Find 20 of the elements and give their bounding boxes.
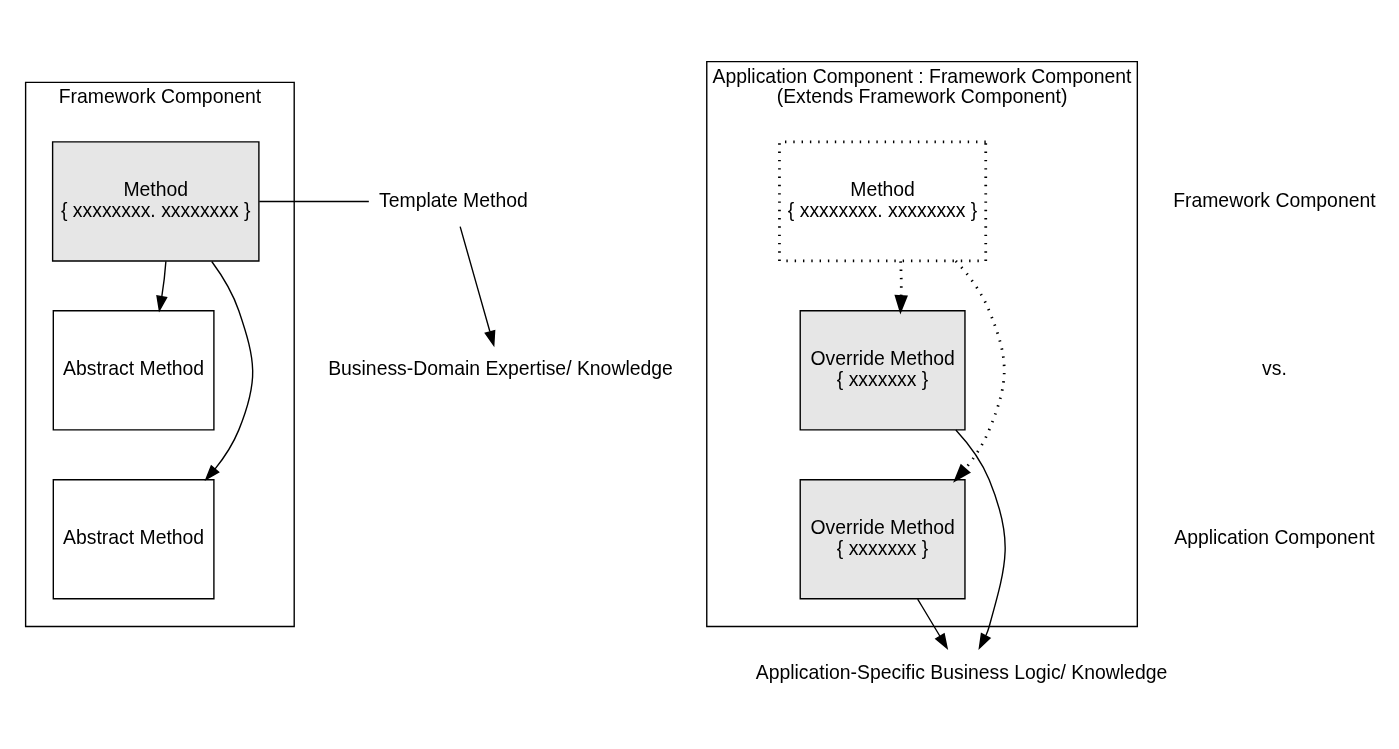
node-box: Abstract Method: [52, 479, 215, 600]
connector: [258, 200, 370, 203]
node-box: Method { xxxxxxxx. xxxxxxxx }: [778, 140, 988, 263]
arrow: [916, 598, 949, 650]
arrow: [894, 261, 908, 315]
label: vs.: [1262, 357, 1287, 380]
node-box: Method { xxxxxxxx. xxxxxxxx }: [51, 141, 260, 262]
node-box: Override Method { xxxxxxx }: [799, 479, 966, 600]
label: Application Component: [1174, 526, 1375, 549]
arrow: [953, 260, 1006, 483]
node-box: Abstract Method: [52, 310, 215, 431]
node-text: Application-Specific Business Logic/ Knowledge: [755, 660, 1168, 683]
arrow: [156, 260, 168, 313]
node-box: Override Method { xxxxxxx }: [799, 310, 966, 431]
arrow: [955, 429, 1006, 650]
arrow: [459, 225, 496, 348]
node-text: Template Method: [379, 188, 528, 211]
arrow: [204, 260, 254, 482]
label: Framework Component: [1173, 188, 1376, 211]
node-text: Business-Domain Expertise/ Knowledge: [328, 357, 673, 380]
